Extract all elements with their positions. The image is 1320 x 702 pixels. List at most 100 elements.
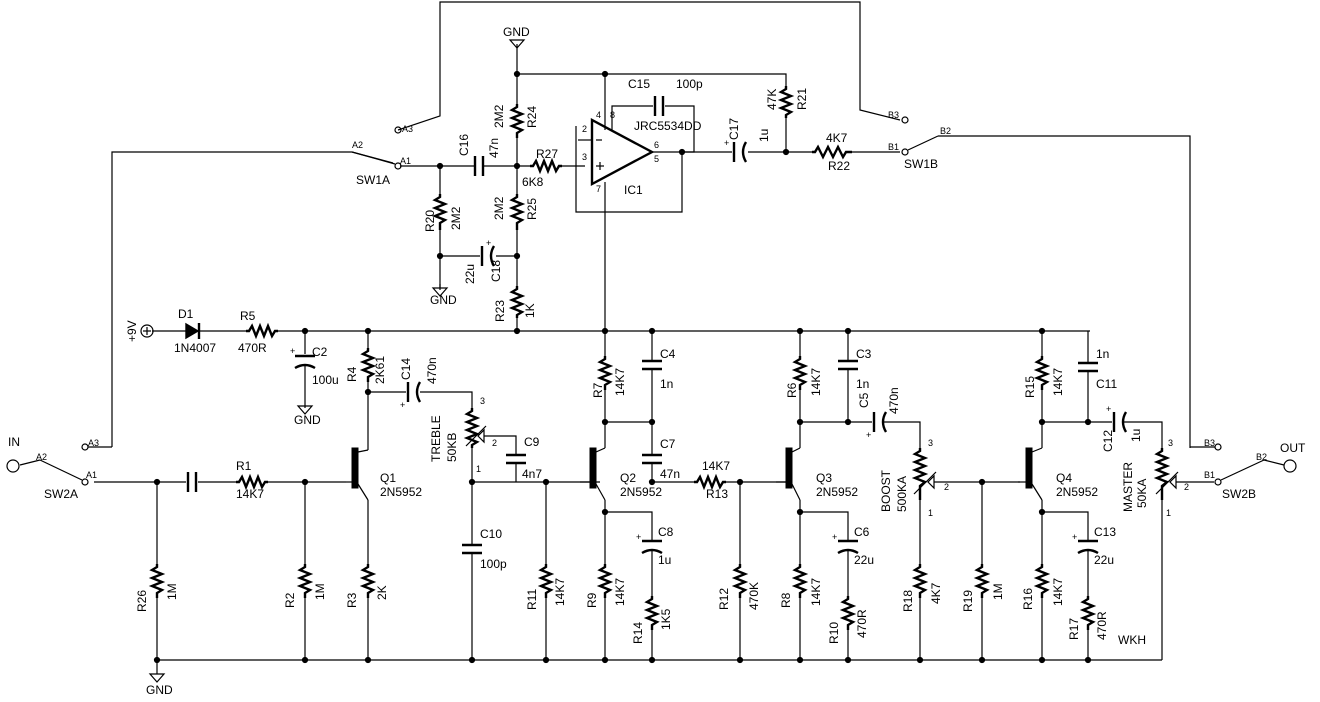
svg-text:R23: R23 bbox=[493, 300, 507, 322]
svg-text:R16: R16 bbox=[1021, 588, 1035, 610]
svg-text:2N5952: 2N5952 bbox=[380, 485, 422, 499]
svg-text:14K7: 14K7 bbox=[809, 578, 823, 606]
svg-text:3: 3 bbox=[1168, 438, 1173, 448]
potentiometer-boost-icon[interactable] bbox=[911, 448, 937, 500]
resistor-r24-icon bbox=[508, 104, 526, 138]
switch-sw2a[interactable] bbox=[39, 443, 112, 486]
svg-text:R19: R19 bbox=[961, 590, 975, 612]
svg-text:470n: 470n bbox=[887, 387, 901, 414]
potentiometer-master-icon[interactable] bbox=[1153, 448, 1179, 500]
svg-text:7: 7 bbox=[596, 184, 601, 194]
switch-sw1a[interactable] bbox=[351, 126, 402, 170]
resistor-r12-icon bbox=[731, 564, 749, 598]
svg-text:R11: R11 bbox=[525, 589, 539, 610]
svg-text:+: + bbox=[1072, 532, 1077, 542]
author-label: WKH bbox=[1118, 633, 1146, 647]
capacitor-c9-icon bbox=[506, 453, 526, 465]
svg-text:MASTER: MASTER bbox=[1121, 462, 1135, 512]
output-jack-icon[interactable] bbox=[1283, 459, 1297, 473]
svg-text:3: 3 bbox=[928, 438, 933, 448]
svg-text:C2: C2 bbox=[312, 345, 328, 359]
svg-text:2N5952: 2N5952 bbox=[1056, 485, 1098, 499]
svg-text:BOOST: BOOST bbox=[879, 469, 893, 512]
svg-text:C11: C11 bbox=[1096, 377, 1117, 391]
svg-text:Q3: Q3 bbox=[816, 471, 832, 485]
svg-text:14K7: 14K7 bbox=[613, 578, 627, 606]
svg-text:470n: 470n bbox=[425, 357, 439, 384]
supply-label: +9V bbox=[125, 320, 139, 342]
svg-text:1: 1 bbox=[928, 508, 933, 518]
resistor-r5-icon bbox=[246, 322, 278, 340]
ground-symbol-icon bbox=[508, 39, 526, 49]
power-terminal-icon bbox=[140, 324, 154, 338]
resistor-r3-icon bbox=[359, 564, 377, 598]
svg-text:D1: D1 bbox=[178, 307, 194, 321]
svg-text:1: 1 bbox=[476, 464, 481, 474]
svg-text:C3: C3 bbox=[856, 347, 872, 361]
svg-text:5: 5 bbox=[654, 154, 659, 164]
capacitor-c14-icon: + bbox=[400, 381, 422, 410]
svg-text:R13: R13 bbox=[706, 487, 728, 501]
switch-sw2b[interactable] bbox=[1190, 443, 1265, 486]
svg-text:R27: R27 bbox=[536, 147, 558, 161]
svg-text:1K: 1K bbox=[523, 303, 537, 318]
capacitor-c4-icon bbox=[642, 359, 662, 371]
capacitor-c1-icon bbox=[186, 472, 198, 492]
resistor-r8-icon bbox=[791, 564, 809, 598]
resistor-r23-icon bbox=[508, 286, 526, 318]
capacitor-c3-icon bbox=[838, 359, 858, 371]
resistor-r22-icon bbox=[812, 144, 852, 160]
svg-text:14K7: 14K7 bbox=[553, 578, 567, 606]
resistors bbox=[148, 86, 1097, 630]
svg-text:+: + bbox=[486, 238, 491, 248]
svg-text:14K7: 14K7 bbox=[613, 368, 627, 396]
svg-text:R8: R8 bbox=[779, 592, 793, 608]
svg-text:8: 8 bbox=[610, 110, 615, 120]
svg-text:C12: C12 bbox=[1101, 430, 1115, 452]
svg-text:R2: R2 bbox=[283, 592, 297, 608]
svg-text:470K: 470K bbox=[747, 582, 761, 610]
svg-text:R26: R26 bbox=[135, 590, 149, 612]
svg-text:A3: A3 bbox=[402, 124, 413, 134]
potentiometer-treble-icon[interactable] bbox=[463, 408, 487, 448]
resistor-r6-icon bbox=[791, 356, 809, 390]
switch-label: SW2A bbox=[44, 487, 78, 501]
svg-text:22u: 22u bbox=[1094, 553, 1114, 567]
switch-sw1b[interactable] bbox=[901, 116, 939, 156]
svg-text:Q1: Q1 bbox=[380, 471, 396, 485]
svg-text:1N4007: 1N4007 bbox=[174, 341, 216, 355]
svg-text:B3: B3 bbox=[888, 110, 899, 120]
svg-text:2K61: 2K61 bbox=[373, 356, 387, 384]
svg-text:2N5952: 2N5952 bbox=[816, 485, 858, 499]
resistor-r4-icon bbox=[359, 348, 377, 382]
svg-text:+: + bbox=[724, 138, 729, 148]
svg-text:B2: B2 bbox=[1256, 452, 1267, 462]
input-jack-icon[interactable] bbox=[6, 459, 20, 473]
capacitor-c8-icon: + bbox=[636, 532, 663, 555]
svg-text:1u: 1u bbox=[757, 129, 771, 142]
ground-symbol-icon bbox=[431, 284, 449, 297]
capacitor-c16-icon bbox=[473, 156, 485, 176]
svg-text:50KB: 50KB bbox=[445, 433, 459, 462]
svg-text:2M2: 2M2 bbox=[492, 104, 506, 128]
svg-text:1n: 1n bbox=[856, 377, 869, 391]
svg-text:R15: R15 bbox=[1023, 376, 1037, 398]
svg-text:C4: C4 bbox=[660, 347, 676, 361]
svg-text:1n: 1n bbox=[660, 377, 673, 391]
resistor-r21-icon bbox=[777, 86, 795, 118]
svg-text:R4: R4 bbox=[345, 366, 359, 382]
svg-text:R24: R24 bbox=[525, 106, 539, 128]
svg-text:R5: R5 bbox=[240, 309, 256, 323]
svg-text:470R: 470R bbox=[1095, 611, 1109, 640]
resistor-r18-icon bbox=[911, 564, 929, 598]
svg-text:A2: A2 bbox=[352, 140, 363, 150]
svg-text:B3: B3 bbox=[1204, 438, 1215, 448]
capacitor-c11-icon bbox=[1078, 361, 1098, 373]
svg-text:1M: 1M bbox=[313, 583, 327, 600]
output-label: OUT bbox=[1280, 441, 1306, 455]
svg-text:Q4: Q4 bbox=[1056, 471, 1072, 485]
svg-text:R25: R25 bbox=[525, 198, 539, 220]
resistor-r15-icon bbox=[1033, 356, 1051, 390]
svg-text:R3: R3 bbox=[345, 592, 359, 608]
